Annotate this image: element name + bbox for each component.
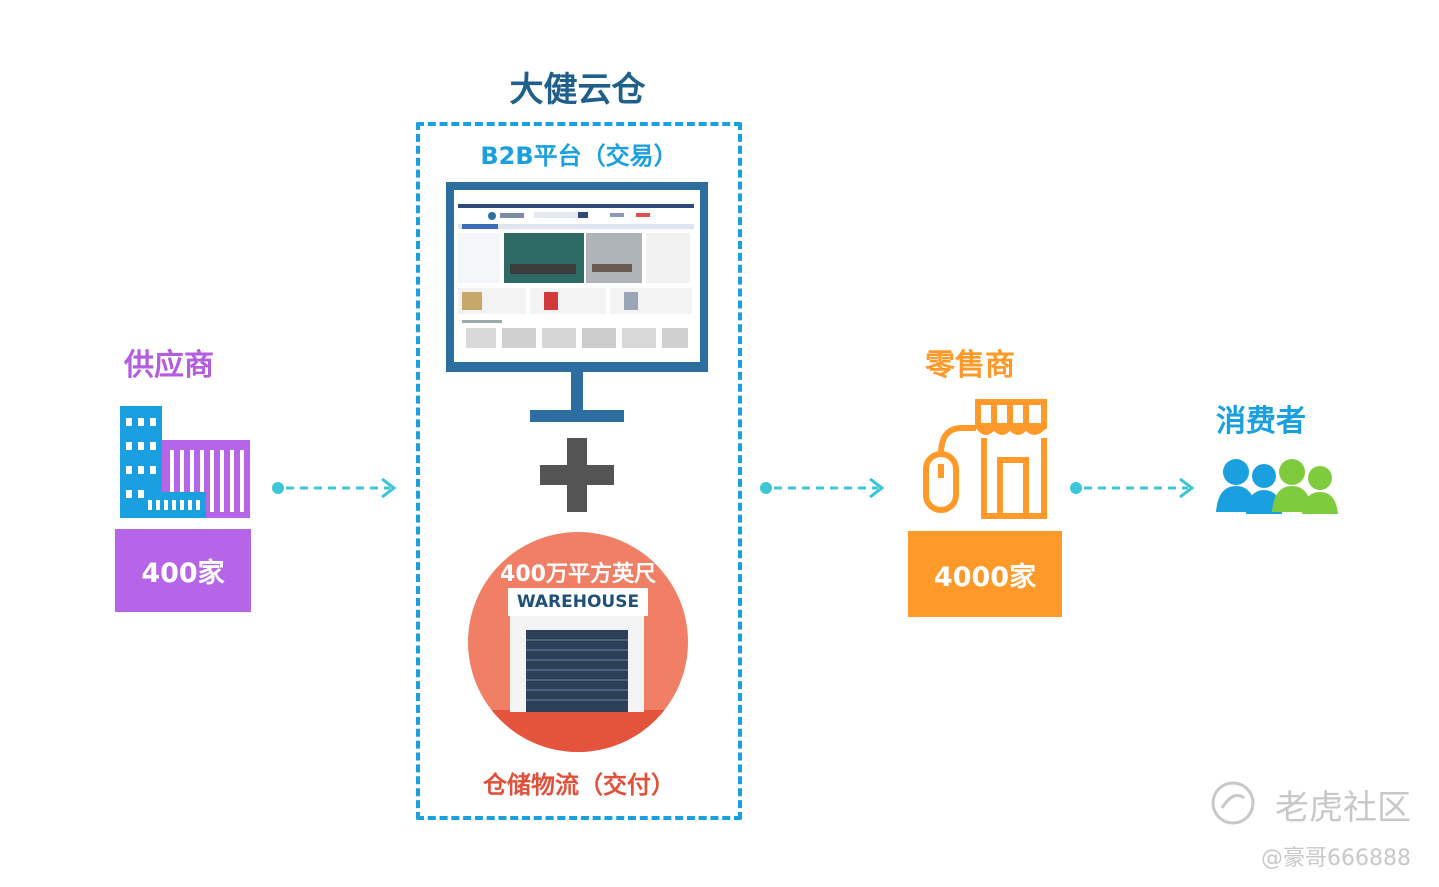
warehouse-sign: WAREHOUSE [508, 588, 648, 616]
diagram-title: 大健云仓 [509, 70, 646, 110]
shop-icon [923, 399, 1047, 519]
factory-icon [120, 406, 250, 518]
watermark-user: @豪哥666888 [1261, 846, 1411, 871]
cloud-warehouse-box [416, 122, 742, 820]
consumer-label: 消费者 [1216, 404, 1306, 439]
warehouse-size: 400万平方英尺 [500, 562, 656, 587]
arrow-supplier-to-platform [272, 477, 397, 499]
logistics-label: 仓储物流（交付） [483, 771, 675, 799]
b2b-platform-label: B2B平台（交易） [480, 142, 678, 170]
supplier-count: 400家 [115, 529, 251, 612]
monitor-icon [446, 182, 708, 422]
retailer-label: 零售商 [925, 348, 1015, 383]
warehouse-icon [468, 532, 688, 752]
supplier-label: 供应商 [124, 348, 214, 383]
plus-icon [540, 438, 614, 512]
consumers-icon [1216, 459, 1338, 514]
watermark-logo-icon [1211, 781, 1255, 825]
arrow-platform-to-retailer [760, 477, 885, 499]
retailer-count: 4000家 [908, 531, 1062, 617]
arrow-retailer-to-consumer [1070, 477, 1195, 499]
watermark-brand: 老虎社区 [1275, 788, 1411, 828]
